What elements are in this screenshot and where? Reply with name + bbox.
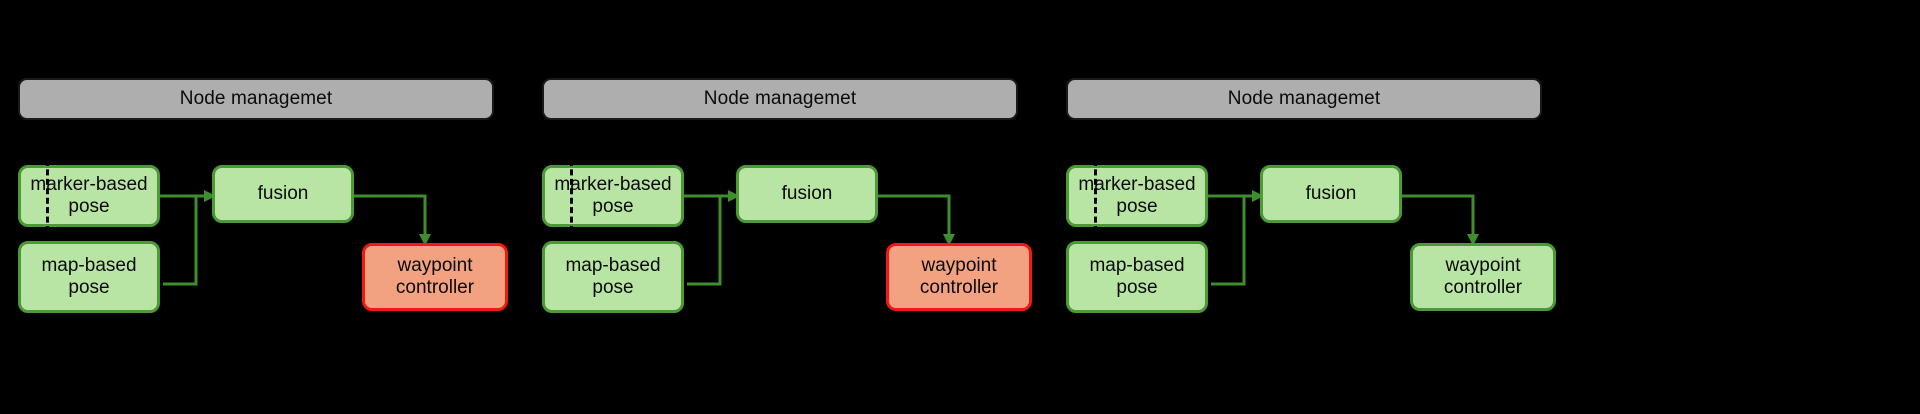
node-label: marker-based pose <box>30 173 148 217</box>
node-label: fusion <box>257 182 309 204</box>
node-marker-based-pose[interactable]: marker-based pose <box>18 165 160 227</box>
node-label: waypoint controller <box>395 254 475 298</box>
node-label: waypoint controller <box>1443 254 1523 298</box>
node-waypoint-controller[interactable]: waypoint controller <box>886 243 1032 311</box>
node-label: map-based pose <box>1089 254 1185 298</box>
diagram-panel-1: Node managemet marker-based pose map-bas… <box>0 0 524 414</box>
node-label: marker-based pose <box>554 173 672 217</box>
namespace-divider-dashed-line <box>46 160 49 232</box>
node-label: waypoint controller <box>919 254 999 298</box>
node-fusion[interactable]: fusion <box>736 165 878 223</box>
node-map-based-pose[interactable]: map-based pose <box>18 241 160 313</box>
namespace-divider-dashed-line <box>570 160 573 232</box>
node-label: fusion <box>1305 182 1357 204</box>
diagram-panel-2: Node managemet marker-based pose map-bas… <box>524 0 1048 414</box>
node-label: marker-based pose <box>1078 173 1196 217</box>
node-management-header: Node managemet <box>1066 78 1542 120</box>
namespace-divider-dashed-line <box>1094 160 1097 232</box>
diagram-panel-3: Node managemet marker-based pose map-bas… <box>1048 0 1572 414</box>
node-management-header: Node managemet <box>542 78 1018 120</box>
node-fusion[interactable]: fusion <box>1260 165 1402 223</box>
node-marker-based-pose[interactable]: marker-based pose <box>542 165 684 227</box>
node-map-based-pose[interactable]: map-based pose <box>1066 241 1208 313</box>
node-fusion[interactable]: fusion <box>212 165 354 223</box>
node-management-header: Node managemet <box>18 78 494 120</box>
node-label: map-based pose <box>41 254 137 298</box>
node-label: fusion <box>781 182 833 204</box>
node-waypoint-controller[interactable]: waypoint controller <box>1410 243 1556 311</box>
node-waypoint-controller[interactable]: waypoint controller <box>362 243 508 311</box>
node-label: map-based pose <box>565 254 661 298</box>
node-map-based-pose[interactable]: map-based pose <box>542 241 684 313</box>
node-marker-based-pose[interactable]: marker-based pose <box>1066 165 1208 227</box>
